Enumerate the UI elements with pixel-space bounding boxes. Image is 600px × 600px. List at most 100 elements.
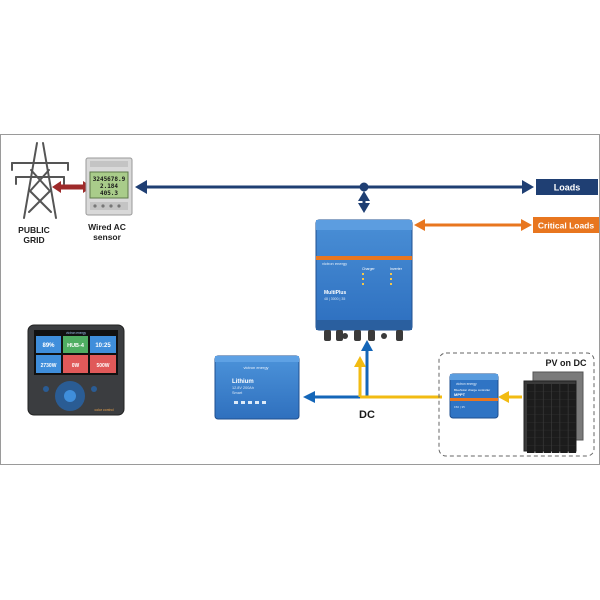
gx-tile-2-text: HUB-4 (67, 343, 85, 349)
gx-tile-2 (63, 336, 88, 353)
solar-cell (568, 407, 577, 415)
mppt-line2: MPPT (454, 392, 466, 397)
solar-cell (527, 399, 535, 407)
solar-cell (543, 407, 552, 415)
loads-label: Loads (554, 183, 581, 193)
solar-cell (551, 399, 560, 407)
solar-cell (551, 445, 560, 453)
battery-sub: Smart (232, 391, 243, 395)
solar-cell (568, 414, 577, 423)
solar-cell (560, 422, 568, 430)
public-grid-label-1: PUBLIC (18, 225, 50, 235)
battery-brand: victron energy (243, 365, 268, 370)
mppt-line1: BlueSolar charge controller (454, 388, 490, 392)
solar-panel-icon (523, 371, 584, 453)
gx-tile-3 (90, 336, 116, 353)
solar-cell (535, 391, 543, 400)
solar-cell (535, 414, 543, 423)
solar-cell (560, 430, 568, 438)
gx-tile-5-text: 0W (72, 363, 80, 369)
critical-loads-label: Critical Loads (538, 221, 594, 231)
gx-button-left (43, 386, 49, 392)
solar-cell (560, 384, 568, 392)
solar-cell (560, 437, 568, 446)
gx-tile-6 (90, 355, 116, 373)
solar-cell (527, 407, 535, 415)
dc-inverter-link (361, 340, 373, 397)
mppt-line3: 150 | 35 (454, 405, 465, 409)
sensor-label-1: Wired AC (88, 222, 126, 232)
critical-loads-label-bg (533, 217, 599, 233)
solar-cell (551, 430, 560, 438)
inverter-ac-arrow (358, 191, 370, 213)
solar-cell (527, 437, 535, 446)
inverter-submodel: 48 | 3000 | 35 (324, 297, 345, 301)
solar-cell (527, 391, 535, 400)
battery-spec: 12.8V 200Ah (232, 386, 254, 390)
energy-meter: 3245678.9 2.184 405.3 (85, 157, 133, 216)
loads-label-bg (536, 179, 598, 195)
solar-cell (543, 391, 552, 400)
solar-cell (543, 445, 552, 453)
solar-cell (535, 445, 543, 453)
solar-cell (527, 445, 535, 453)
dc-label: DC (359, 409, 375, 421)
gx-button-right (91, 386, 97, 392)
gx-tile-1 (36, 336, 61, 353)
battery-type: Lithium (232, 379, 254, 385)
pv-on-dc-label: PV on DC (545, 358, 587, 368)
solar-cell (568, 430, 577, 438)
public-grid-label-2: GRID (23, 235, 44, 245)
mppt-brand: victron energy (456, 382, 477, 386)
solar-cell (527, 384, 535, 392)
color-control-gx: victron energy 89% HUB-4 10:25 2730W 0W … (27, 324, 125, 416)
solar-cell (535, 384, 543, 392)
solar-cell (551, 422, 560, 430)
inverter-model: MultiPlus (324, 290, 346, 296)
solar-cell (568, 422, 577, 430)
mppt-controller: victron energy BlueSolar charge controll… (449, 373, 499, 419)
solar-cell (535, 422, 543, 430)
solar-cell (543, 384, 552, 392)
inverter-brand: victron energy (322, 261, 347, 266)
solar-cell (551, 437, 560, 446)
solar-cell (560, 445, 568, 453)
solar-cell (560, 391, 568, 400)
gx-brand: victron energy (66, 331, 86, 335)
solar-cell (568, 391, 577, 400)
solar-cell (568, 399, 577, 407)
inverter-col-inverter: Inverter (390, 267, 403, 271)
solar-cell (543, 399, 552, 407)
solar-cell (551, 414, 560, 423)
gx-tile-6-text: 500W (96, 363, 109, 369)
gx-tile-4 (36, 355, 61, 373)
pylon-icon (11, 142, 69, 219)
pv-group-box (438, 352, 595, 457)
gx-tile-1-text: 89% (42, 343, 55, 349)
meter-reading-3: 405.3 (100, 190, 118, 197)
inverter-terminals (324, 330, 403, 341)
meter-reading-2: 2.184 (100, 183, 118, 190)
solar-cell (568, 384, 577, 392)
pv-to-inverter-arrow (354, 356, 366, 388)
solar-cell (551, 407, 560, 415)
gx-footer: color control (94, 408, 113, 412)
solar-cell (543, 422, 552, 430)
gx-tile-5 (63, 355, 88, 373)
panel-to-mppt-arrow (498, 391, 522, 403)
solar-cell (527, 430, 535, 438)
solar-cell (535, 399, 543, 407)
dc-battery-link (303, 391, 367, 403)
inverter-col-charger: Charger (362, 267, 375, 271)
solar-cell (543, 430, 552, 438)
solar-cell (543, 437, 552, 446)
gx-tile-3-text: 10:25 (95, 343, 111, 349)
solar-cell (535, 407, 543, 415)
gx-dial-center (64, 390, 76, 402)
sensor-label-2: sensor (93, 232, 122, 242)
solar-cell (568, 445, 577, 453)
inverter-charger: victron energy MultiPlus 48 | 3000 | 35 … (315, 219, 413, 331)
critical-loads-arrow (414, 219, 532, 231)
solar-cell (527, 422, 535, 430)
